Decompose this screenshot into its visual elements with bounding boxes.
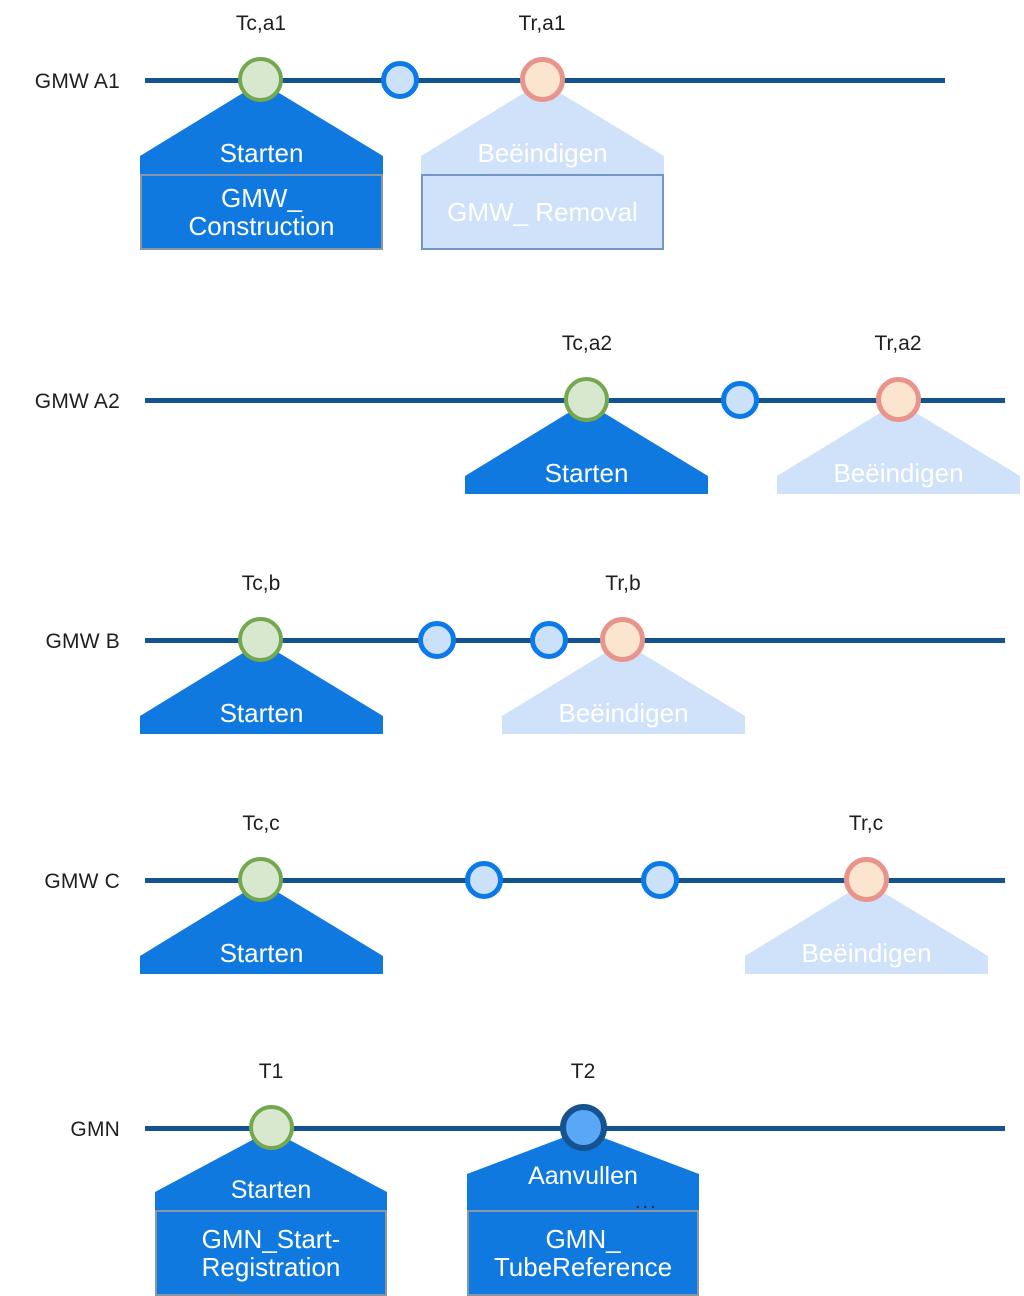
row-label-gmn: GMN	[70, 1118, 120, 1141]
callout-pentagon-shape	[502, 642, 745, 734]
node-salmon-tr-b[interactable]	[600, 617, 645, 662]
time-tag-tc-a2: Tc,a2	[561, 332, 613, 355]
callout-box-gmw-removal[interactable]: GMW_ Removal	[421, 174, 664, 250]
timeline-row-gmn: GMN T1 T2 Starten GMN_Start- Registratio…	[0, 1040, 1024, 1296]
node-green-t1[interactable]	[249, 1105, 294, 1150]
callout-beeindigen-gmw-removal[interactable]: Beëindigen	[421, 82, 664, 174]
callout-box-gmn-start-registration[interactable]: GMN_Start- Registration	[155, 1210, 387, 1296]
callout-pentagon-shape	[140, 642, 383, 734]
callout-pentagon-shape	[155, 1130, 387, 1210]
row-label-gmw-a1: GMW A1	[34, 70, 120, 93]
timeline-row-gmw-c: GMW C Tc,c Tr,c Starten Beëindigen	[0, 800, 1024, 1000]
row-label-gmw-c: GMW C	[44, 870, 120, 893]
callout-beeindigen-b[interactable]: Beëindigen	[502, 642, 745, 734]
node-blue-intermediate-c-2[interactable]	[641, 861, 679, 899]
row-label-gmw-a2: GMW A2	[34, 390, 120, 413]
callout-beeindigen-c[interactable]: Beëindigen	[745, 882, 988, 974]
node-green-tc-b[interactable]	[238, 617, 283, 662]
time-tag-tr-a2: Tr,a2	[874, 332, 922, 355]
callout-pentagon-shape	[777, 402, 1020, 494]
node-salmon-tr-c[interactable]	[844, 857, 889, 902]
callout-title: Aanvullen	[528, 1162, 638, 1190]
callout-title: Starten	[219, 938, 304, 968]
timeline-row-gmw-a1: GMW A1 Tc,a1 Tr,a1 Starten GMW_ Construc…	[0, 0, 1024, 270]
callout-ellipsis: ...	[635, 1191, 658, 1213]
callout-title: Starten	[544, 458, 629, 488]
callout-box-label: GMW_ Removal	[447, 196, 638, 227]
callout-pentagon-shape	[745, 882, 988, 974]
timeline-axis-gmw-c	[145, 878, 1005, 883]
callout-title: Beëindigen	[558, 698, 689, 728]
callout-title: Starten	[230, 1176, 312, 1204]
node-green-tc-a1[interactable]	[238, 57, 283, 102]
time-tag-tr-b: Tr,b	[605, 572, 641, 595]
node-blue-intermediate-a1[interactable]	[381, 61, 419, 99]
node-green-tc-c[interactable]	[238, 857, 283, 902]
timeline-row-gmw-b: GMW B Tc,b Tr,b Starten Beëindigen	[0, 560, 1024, 760]
timeline-axis-gmw-b	[145, 638, 1005, 643]
callout-box-gmw-construction[interactable]: GMW_ Construction	[140, 174, 383, 250]
callout-starten-c[interactable]: Starten	[140, 882, 383, 974]
callout-box-label: GMN_Start- Registration	[201, 1223, 341, 1282]
callout-title: Beëindigen	[833, 458, 964, 488]
time-tag-tc-c: Tc,c	[242, 812, 280, 835]
node-blue-intermediate-c-1[interactable]	[465, 861, 503, 899]
callout-starten-b[interactable]: Starten	[140, 642, 383, 734]
row-label-gmw-b: GMW B	[45, 630, 120, 653]
callout-pentagon-shape	[140, 882, 383, 974]
callout-title: Starten	[219, 698, 304, 728]
node-salmon-tr-a2[interactable]	[876, 377, 921, 422]
node-salmon-tr-a1[interactable]	[520, 57, 565, 102]
time-tag-tc-b: Tc,b	[241, 572, 281, 595]
timeline-row-gmw-a2: GMW A2 Tc,a2 Tr,a2 Starten Beëindigen	[0, 320, 1024, 530]
time-tag-tr-a1: Tr,a1	[518, 12, 566, 35]
callout-pentagon-shape	[465, 402, 708, 494]
callout-pentagon-shape	[467, 1130, 699, 1210]
callout-starten-gmn-start-registration[interactable]: Starten	[155, 1130, 387, 1210]
callout-title: Starten	[219, 138, 304, 168]
node-blue-intermediate-b-1[interactable]	[418, 621, 456, 659]
time-tag-tc-a1: Tc,a1	[235, 12, 287, 35]
callout-pentagon-shape	[140, 82, 383, 174]
callout-box-label: GMW_ Construction	[188, 182, 335, 241]
node-blue-intermediate-b-2[interactable]	[530, 621, 568, 659]
callout-starten-gmw-construction[interactable]: Starten	[140, 82, 383, 174]
callout-box-label: GMN_ TubeReference	[493, 1223, 673, 1282]
time-tag-t2: T2	[570, 1060, 596, 1083]
callout-title: Beëindigen	[477, 138, 608, 168]
node-blue-t2[interactable]	[560, 1104, 607, 1151]
callout-beeindigen-a2[interactable]: Beëindigen	[777, 402, 1020, 494]
callout-title: Beëindigen	[801, 938, 932, 968]
time-tag-tr-c: Tr,c	[848, 812, 884, 835]
callout-starten-a2[interactable]: Starten	[465, 402, 708, 494]
node-blue-intermediate-a2[interactable]	[721, 381, 759, 419]
time-tag-t1: T1	[258, 1060, 284, 1083]
callout-box-gmn-tubereference[interactable]: GMN_ TubeReference	[467, 1210, 699, 1296]
node-green-tc-a2[interactable]	[564, 377, 609, 422]
callout-pentagon-shape	[421, 82, 664, 174]
callout-aanvullen-gmn-tubereference[interactable]: Aanvullen ...	[467, 1130, 699, 1213]
